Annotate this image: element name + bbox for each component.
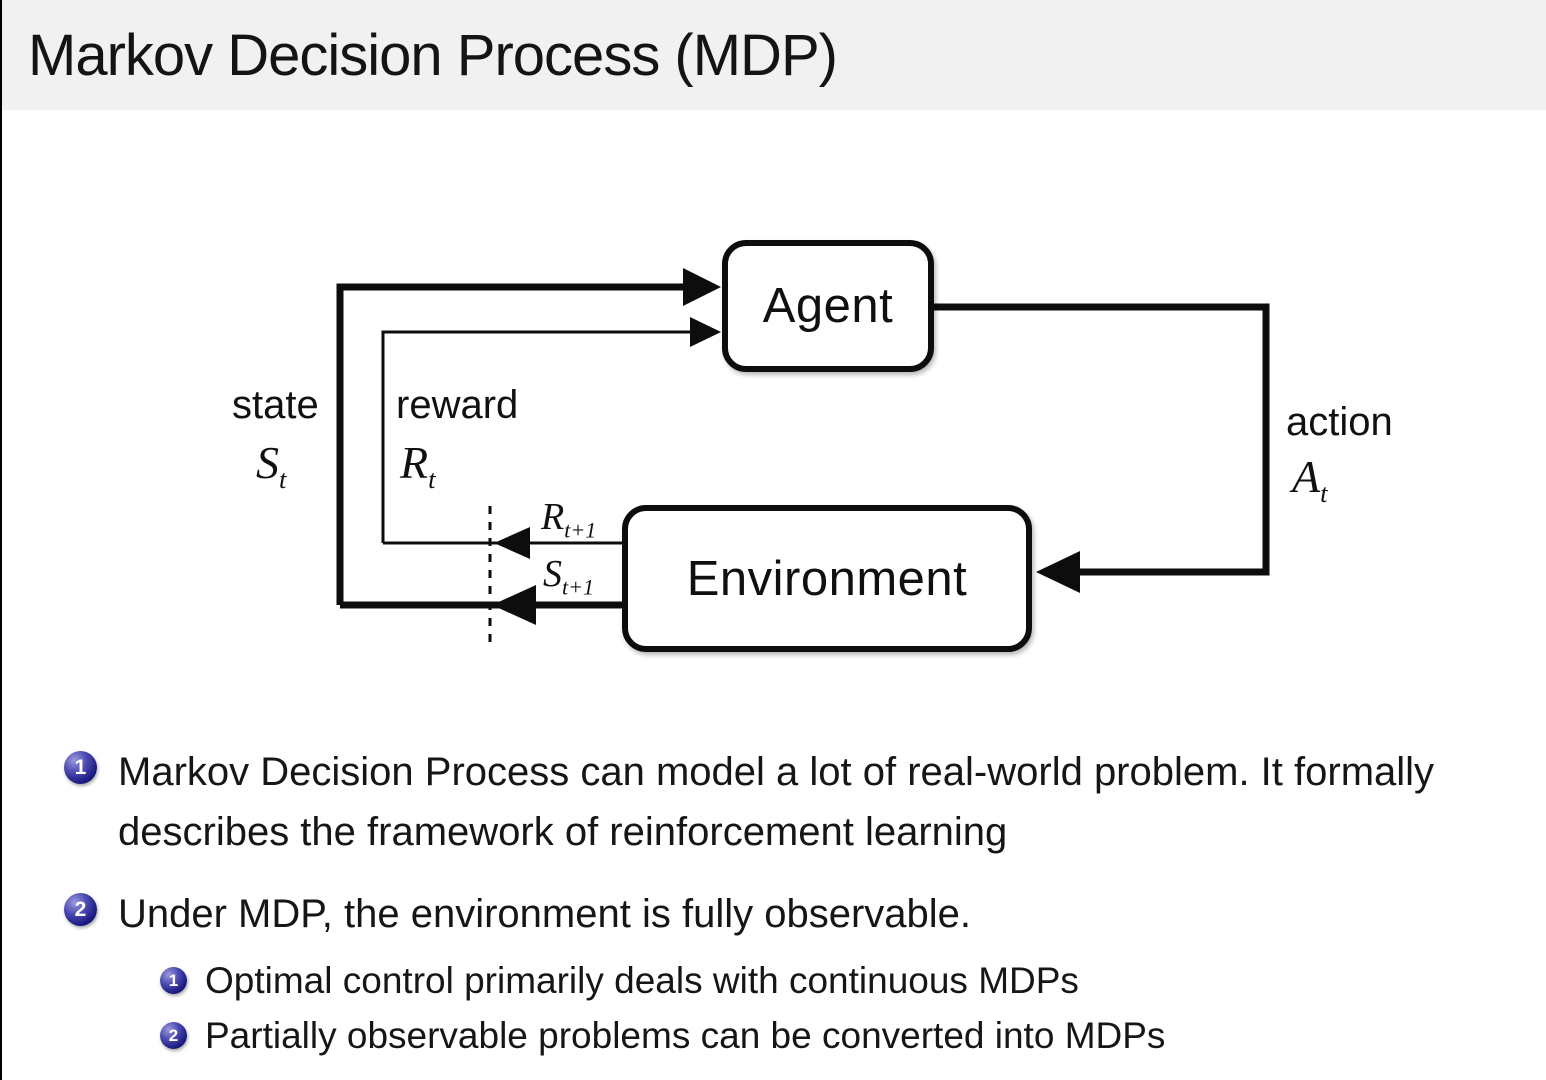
sub-bullet-list: 1 Optimal control primarily deals with c… <box>160 958 1504 1059</box>
action-loop-line <box>930 303 1270 576</box>
agent-box-label: Agent <box>762 279 894 333</box>
state-symbol: St <box>256 436 286 493</box>
reward-loop-line <box>381 330 694 543</box>
bullet-text-1: Markov Decision Process can model a lot … <box>118 750 1435 854</box>
state-symbol-base: S <box>256 437 279 488</box>
list-item: 2 Under MDP, the environment is fully ob… <box>64 884 1504 944</box>
list-item: 1 Optimal control primarily deals with c… <box>160 958 1504 1004</box>
environment-box-label: Environment <box>686 551 968 606</box>
sub-bullet-text-1: Optimal control primarily deals with con… <box>205 960 1079 1001</box>
next-reward-arrowhead <box>494 527 530 559</box>
sub-enumeration-ball-1: 1 <box>160 967 187 994</box>
next-reward-symbol: Rt+1 <box>541 495 596 541</box>
state-word-label: state <box>232 383 319 427</box>
action-word-label: action <box>1286 400 1393 444</box>
next-reward-symbol-sub: t+1 <box>564 517 597 543</box>
reward-symbol-base: R <box>400 437 429 488</box>
action-symbol-sub: t <box>1320 478 1328 509</box>
next-state-symbol: St+1 <box>543 552 594 598</box>
reward-arrowhead <box>690 317 721 347</box>
next-state-symbol-base: S <box>543 553 562 595</box>
page-title: Markov Decision Process (MDP) <box>28 22 838 88</box>
reward-symbol-sub: t <box>428 464 436 495</box>
arrowheads <box>492 268 1080 625</box>
enumeration-ball-2: 2 <box>64 893 97 926</box>
environment-box: Environment <box>622 505 1032 652</box>
loop-lines <box>336 283 1270 648</box>
title-band: Markov Decision Process (MDP) <box>0 0 1546 110</box>
next-reward-symbol-base: R <box>541 496 565 538</box>
next-state-arrowhead <box>492 585 536 625</box>
reward-word-label: reward <box>396 383 519 427</box>
list-item: 1 Markov Decision Process can model a lo… <box>64 742 1504 862</box>
sub-bullet-text-2: Partially observable problems can be con… <box>205 1015 1166 1056</box>
list-item: 2 Partially observable problems can be c… <box>160 1013 1504 1059</box>
bullet-list: 1 Markov Decision Process can model a lo… <box>64 742 1504 1059</box>
bullet-text-2: Under MDP, the environment is fully obse… <box>118 892 972 936</box>
state-arrowhead <box>683 268 721 306</box>
state-loop-line <box>336 283 690 605</box>
enumeration-ball-1: 1 <box>64 751 97 784</box>
next-state-symbol-sub: t+1 <box>562 574 595 600</box>
reward-symbol: Rt <box>400 436 436 493</box>
page-left-border <box>0 0 2 1080</box>
agent-box: Agent <box>722 240 934 372</box>
sub-enumeration-ball-2: 2 <box>160 1022 187 1049</box>
state-symbol-sub: t <box>279 464 287 495</box>
action-arrowhead <box>1036 551 1080 593</box>
action-symbol-base: A <box>1292 451 1321 502</box>
action-symbol: At <box>1292 450 1328 507</box>
agent-environment-loop-diagram <box>336 268 1270 648</box>
